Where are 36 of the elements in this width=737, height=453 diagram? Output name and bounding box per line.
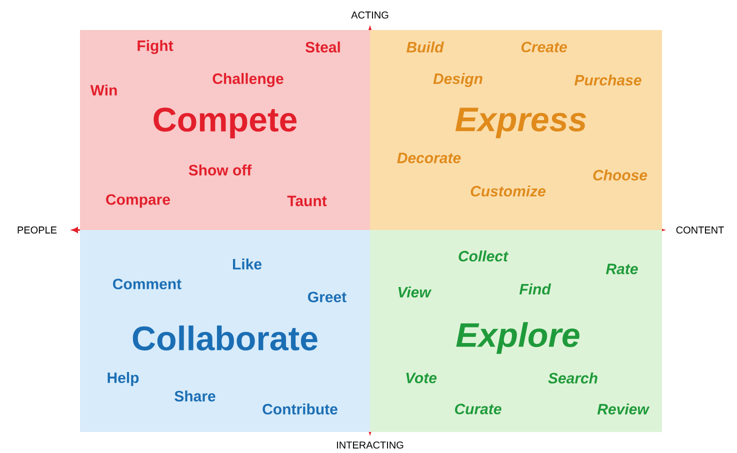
action-word: Greet: [308, 292, 346, 302]
action-word: Create: [521, 42, 567, 52]
action-word: Challenge: [212, 72, 284, 88]
action-word: Build: [406, 42, 444, 53]
action-word: Win: [90, 84, 117, 96]
action-word: Decorate: [397, 152, 461, 164]
action-word: Taunt: [287, 196, 327, 206]
action-word: Help: [108, 372, 139, 386]
action-word: Vote: [406, 372, 437, 384]
axis-label: CONTENT: [676, 226, 724, 234]
action-word: Comment: [113, 278, 182, 290]
action-word: Search: [548, 372, 598, 384]
action-word: Design: [433, 73, 482, 87]
action-word: Compare: [106, 194, 170, 208]
quadrant-heading: Explore: [456, 322, 580, 354]
action-word: Show off: [188, 164, 252, 176]
axis-label: ACTING: [351, 11, 388, 19]
action-word: Collect: [458, 250, 509, 262]
action-word: Find: [519, 284, 552, 295]
action-word: Contribute: [262, 404, 338, 414]
axis-label: INTERACTING: [337, 441, 404, 449]
quadrant-heading: Express: [455, 108, 586, 138]
action-word: Fight: [138, 40, 174, 54]
quadrant-heading: Collaborate: [132, 326, 318, 350]
action-word: Review: [597, 404, 650, 414]
action-word: View: [398, 286, 432, 298]
action-word: Curate: [454, 404, 502, 414]
action-word: Like: [233, 258, 262, 270]
action-word: Choose: [593, 170, 648, 180]
action-word: Customize: [470, 186, 546, 196]
quadrant-heading: Compete: [154, 108, 297, 138]
action-word: Steal: [306, 42, 340, 52]
action-word: Rate: [606, 264, 638, 274]
action-word: Purchase: [574, 74, 642, 86]
action-word: Share: [174, 390, 216, 402]
axis-label: PEOPLE: [18, 226, 57, 234]
